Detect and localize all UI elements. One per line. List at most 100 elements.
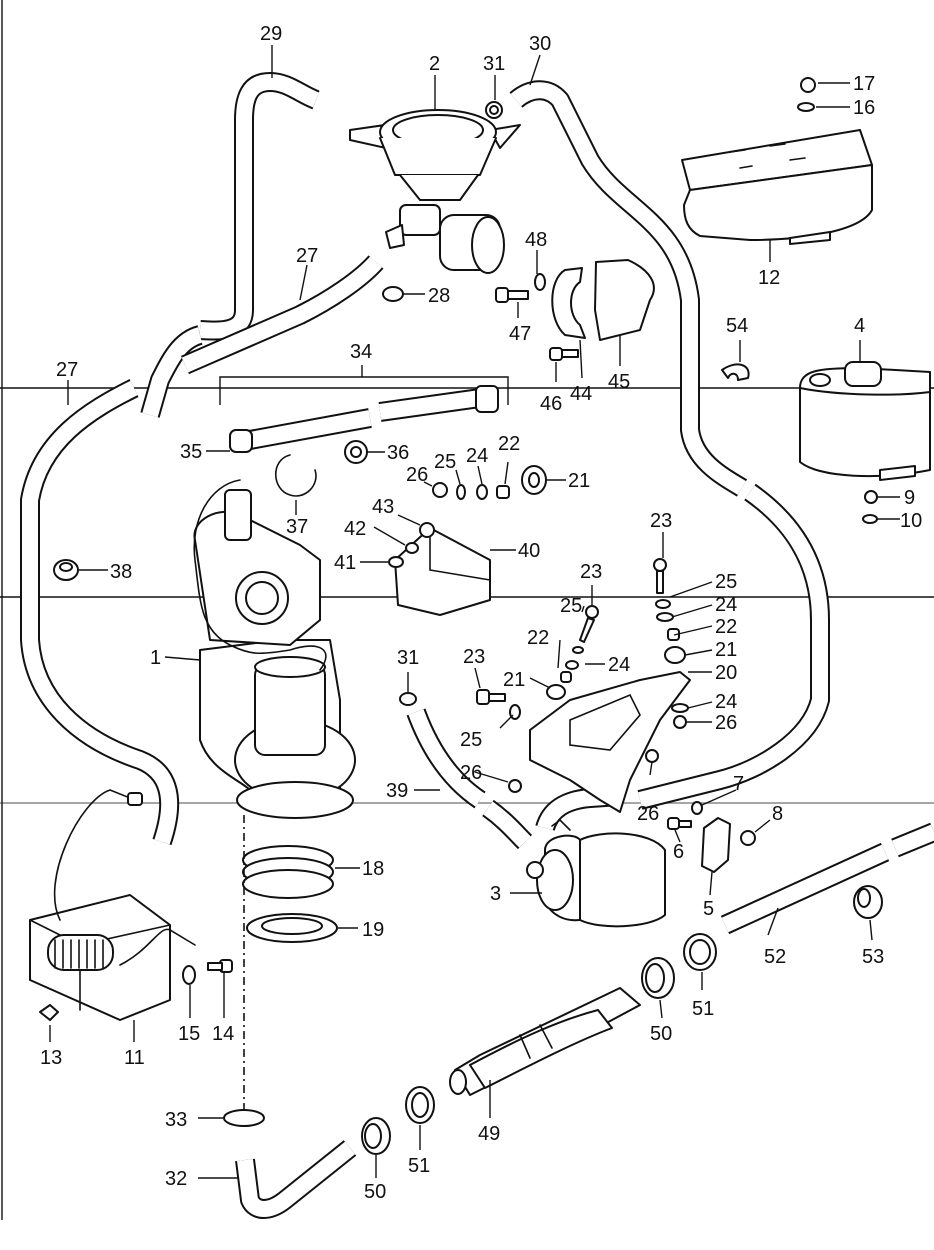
callout-37: 37 (286, 516, 308, 538)
hose-29 (140, 72, 320, 418)
callout-33: 33 (165, 1109, 187, 1131)
part-31-clamp (485, 101, 503, 119)
part-22-spacer-mid (560, 671, 572, 683)
callout-24-mid: 24 (608, 654, 630, 676)
callout-21-upper: 21 (568, 470, 590, 492)
callout-25-right: 25 (715, 571, 737, 593)
callout-31-mid: 31 (397, 647, 419, 669)
callout-26-right: 26 (715, 712, 737, 734)
part-50-sleeve-lower (361, 1117, 391, 1155)
part-11-coil-box (29, 789, 196, 1021)
callout-23-left: 23 (463, 646, 485, 668)
part-26-nut-upper (432, 482, 448, 498)
part-26-nut-left (508, 779, 522, 793)
part-23-bolt-left (476, 689, 506, 705)
part-25-washer-right (655, 599, 671, 609)
part-9-nut (864, 490, 878, 504)
callout-18: 18 (362, 858, 384, 880)
callout-15: 15 (178, 1023, 200, 1045)
callout-53: 53 (862, 946, 884, 968)
callout-32: 32 (165, 1168, 187, 1190)
part-33-clamp (223, 1109, 265, 1127)
callout-43: 43 (372, 496, 394, 518)
callout-46: 46 (540, 393, 562, 415)
part-31-clamp-mid (399, 692, 417, 706)
callout-14: 14 (212, 1023, 234, 1045)
part-49-muffler (449, 987, 641, 1096)
part-44-clip (551, 267, 586, 339)
callout-9: 9 (904, 487, 915, 509)
part-50-sleeve-right (641, 957, 675, 999)
callout-48: 48 (525, 229, 547, 251)
hose-27-long (20, 379, 180, 846)
callout-25-left: 25 (460, 729, 482, 751)
part-48-washer (534, 273, 546, 291)
part-38-grommet (53, 559, 79, 581)
part-14-screw (207, 959, 233, 973)
hose-39 (406, 708, 621, 850)
callout-16: 16 (853, 97, 875, 119)
hose-52 (720, 822, 934, 935)
callout-34: 34 (350, 341, 372, 363)
callout-labels: 29 2 31 30 17 16 12 27 28 48 47 44 46 45… (40, 23, 922, 1203)
part-7-washer (691, 801, 703, 815)
callout-20: 20 (715, 662, 737, 684)
part-6-screw (667, 817, 692, 830)
part-26-nut-right (673, 715, 687, 729)
callout-29: 29 (260, 23, 282, 45)
callout-21-mid: 21 (503, 669, 525, 691)
part-24-washer-mid (565, 660, 579, 670)
part-45-bracket (594, 259, 655, 341)
callout-24-upper: 24 (466, 445, 488, 467)
part-24-washer-right (656, 612, 674, 622)
callout-11: 11 (124, 1047, 145, 1069)
callout-5: 5 (703, 898, 714, 920)
callout-38: 38 (110, 561, 132, 583)
part-20-mount-bracket (529, 671, 691, 813)
callout-28: 28 (428, 285, 450, 307)
callout-24-right-2: 24 (715, 691, 737, 713)
part-1-heater-unit (193, 479, 356, 819)
part-54-clip (721, 363, 750, 381)
part-21-grommet-right (664, 646, 686, 664)
callout-47: 47 (509, 323, 531, 345)
part-24-washer-upper (476, 484, 488, 500)
part-21-grommet-mid (546, 684, 566, 700)
callout-1: 1 (150, 647, 161, 669)
callout-50-lower: 50 (364, 1181, 386, 1203)
callout-41: 41 (334, 552, 356, 574)
callout-10: 10 (900, 510, 922, 532)
callout-50-right: 50 (650, 1023, 672, 1045)
part-15-washer (182, 965, 196, 985)
part-28-clamp (382, 286, 404, 302)
part-22-spacer-upper (496, 485, 510, 499)
callout-22-upper: 22 (498, 433, 520, 455)
part-5-connector (701, 817, 731, 873)
callout-6: 6 (673, 841, 684, 863)
callout-49: 49 (478, 1123, 500, 1145)
part-18-seal (242, 845, 334, 899)
part-16-washer (797, 102, 815, 112)
part-42-washer (405, 542, 419, 554)
part-46-bolt (549, 347, 579, 361)
hose-27-upper (181, 255, 384, 375)
callout-2: 2 (429, 53, 440, 75)
part-40-bracket (394, 527, 491, 616)
callout-36: 36 (387, 442, 409, 464)
callout-26-left: 26 (460, 762, 482, 784)
callout-51-right: 51 (692, 998, 714, 1020)
part-3-pump (526, 818, 666, 928)
callout-8: 8 (772, 803, 783, 825)
part-12-box (681, 129, 873, 245)
callout-27-upper: 27 (296, 245, 318, 267)
part-8-nut (740, 830, 756, 846)
hose-32 (235, 1140, 357, 1219)
callout-31: 31 (483, 53, 505, 75)
part-19-screen (246, 913, 338, 943)
callout-17: 17 (853, 73, 875, 95)
part-47-bolt (495, 287, 529, 303)
part-25-washer-mid (572, 646, 584, 654)
callout-44: 44 (570, 383, 592, 405)
callout-25-mid: 25 (560, 595, 582, 617)
